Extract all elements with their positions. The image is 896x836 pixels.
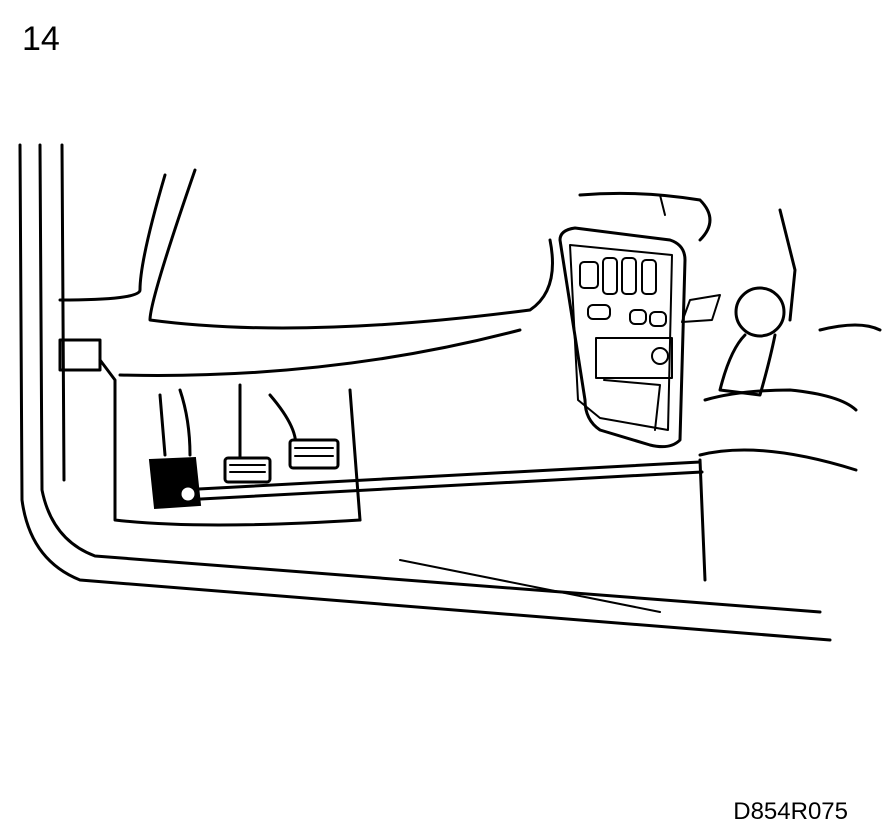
door-frame	[18, 143, 832, 642]
figure-code: D854R075	[733, 798, 848, 825]
brake-pedal	[223, 456, 272, 484]
dashboard-panel	[58, 168, 554, 527]
step-number: 14	[22, 20, 60, 58]
clutch-pedal	[288, 438, 340, 470]
vent-switch-1	[579, 261, 599, 289]
knob	[651, 347, 669, 365]
pedals	[158, 383, 362, 522]
gear-shifter	[698, 286, 882, 582]
center-console	[558, 191, 797, 449]
measuring-bar	[148, 456, 704, 510]
